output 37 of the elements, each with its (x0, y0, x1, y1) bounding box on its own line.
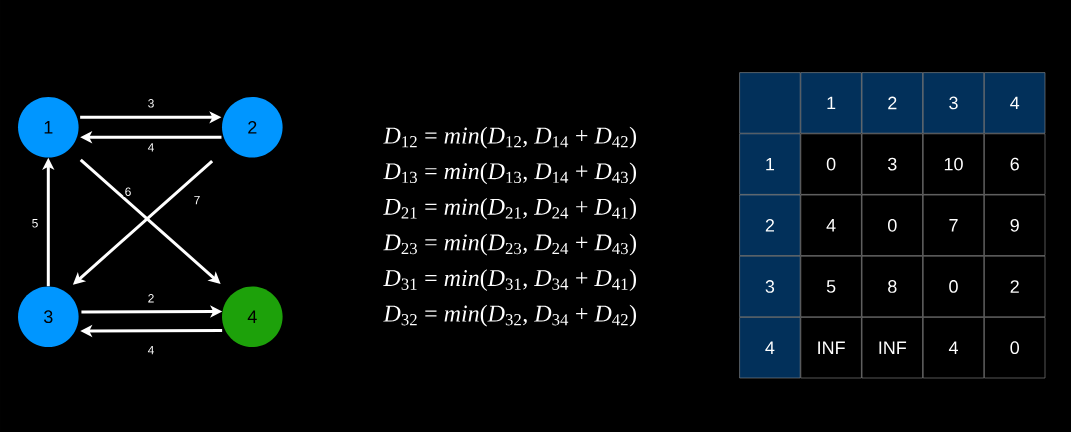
header-cell: 4 (739, 317, 801, 379)
edge-label: 3 (146, 98, 156, 109)
table-cell: 8 (861, 255, 923, 318)
table-cell: 0 (800, 133, 862, 195)
equation: D$_{32}$ = min(D$_{32}$, D$_{34}$ + D$_{42}$) (383, 304, 637, 327)
table-cell: 4 (922, 317, 985, 379)
table-cell: INF (800, 317, 862, 379)
table-cell: 0 (984, 317, 1046, 379)
table-cell: 7 (922, 194, 985, 256)
edge-label: 5 (30, 218, 40, 229)
equation: D$_{13}$ = min(D$_{13}$, D$_{14}$ + D$_{43}$) (383, 162, 637, 185)
edge-label: 7 (192, 194, 202, 206)
edge-label: 4 (146, 142, 156, 153)
table-cell: 6 (984, 133, 1046, 195)
table-cell: 9 (984, 194, 1046, 256)
header-cell: 4 (984, 72, 1046, 134)
table-cell: 0 (922, 255, 985, 318)
table-cell: 10 (922, 133, 985, 195)
header-cell: 2 (739, 194, 801, 256)
table-cell: 3 (861, 133, 923, 195)
header-cell: 1 (800, 72, 862, 134)
edge-label: 6 (123, 186, 133, 197)
header-cell: 2 (861, 72, 923, 134)
table-cell: 0 (861, 194, 923, 256)
table-cell: INF (861, 317, 923, 379)
table-cell: 5 (800, 255, 862, 318)
header-cell: 3 (739, 255, 801, 318)
header-cell: 1 (739, 133, 801, 195)
header-cell: 3 (922, 72, 985, 134)
equation: D$_{21}$ = min(D$_{21}$, D$_{24}$ + D$_{41}$) (383, 198, 637, 220)
edge-label: 4 (146, 344, 156, 356)
table-cell: 2 (984, 255, 1046, 318)
table-cell: 4 (800, 194, 862, 256)
equation: D$_{23}$ = min(D$_{23}$, D$_{24}$ + D$_{43}$) (383, 233, 637, 256)
equation: D$_{12}$ = min(D$_{12}$, D$_{14}$ + D$_{42}$) (383, 126, 637, 149)
edge-label: 2 (146, 293, 156, 304)
equation: D$_{31}$ = min(D$_{31}$, D$_{34}$ + D$_{41}$) (383, 269, 637, 291)
